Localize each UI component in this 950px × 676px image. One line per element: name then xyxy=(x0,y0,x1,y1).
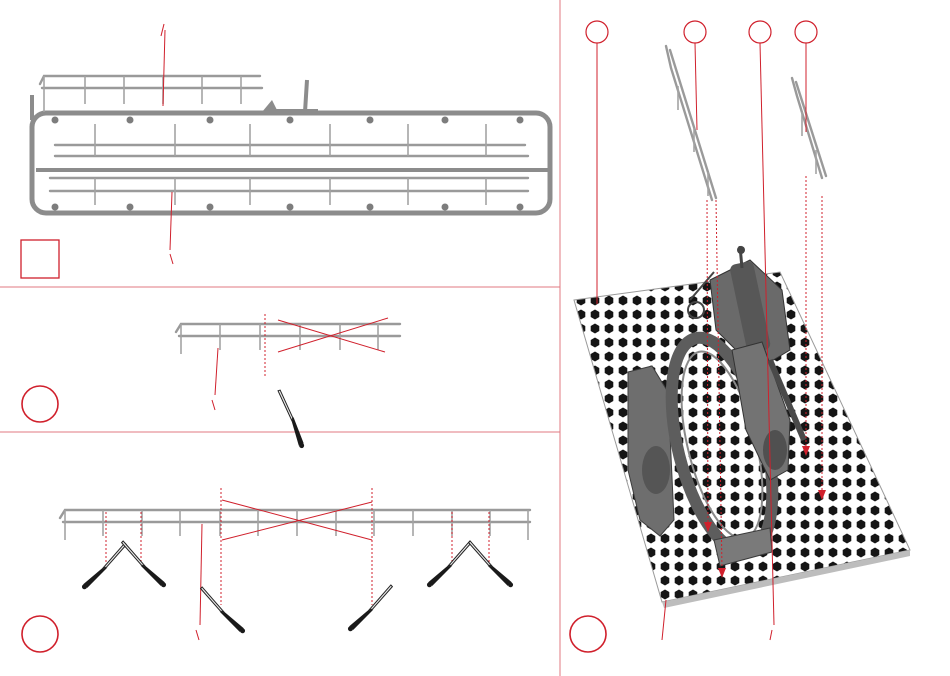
hobby-knife-icon xyxy=(81,534,127,597)
callout-marker xyxy=(795,21,817,43)
railing-part-long xyxy=(60,510,530,540)
callout-marker xyxy=(586,21,608,43)
panel-step-trim-long-rail xyxy=(22,488,530,652)
panel-step-trim-short-rail xyxy=(22,314,400,449)
panel-dividers xyxy=(0,0,560,676)
step-marker-circle xyxy=(22,386,58,422)
railing-part-inner-1 xyxy=(55,124,528,156)
panel-sprue-overview xyxy=(21,24,550,278)
step-marker-circle xyxy=(570,616,606,652)
hobby-knife-icon xyxy=(260,389,320,449)
panel-step-mount-rails xyxy=(570,21,910,652)
sprue-frame xyxy=(32,80,550,213)
hobby-knife-icon xyxy=(468,532,514,595)
callout-marker xyxy=(684,21,706,43)
railing-part-mount-short xyxy=(792,78,826,178)
railing-part-upper xyxy=(40,76,262,112)
hobby-knife-icon xyxy=(200,578,246,641)
cut-lines xyxy=(106,488,489,605)
hobby-knife-icon xyxy=(426,532,472,595)
step-marker-circle xyxy=(22,616,58,652)
railing-part-mount-long xyxy=(666,46,716,200)
hobby-knife-icon xyxy=(347,576,393,639)
railing-part-inner-2 xyxy=(50,178,528,205)
step-marker-square xyxy=(21,240,59,278)
hobby-knife-icon xyxy=(121,532,167,595)
railing-part-short xyxy=(176,324,400,354)
callout-marker xyxy=(749,21,771,43)
